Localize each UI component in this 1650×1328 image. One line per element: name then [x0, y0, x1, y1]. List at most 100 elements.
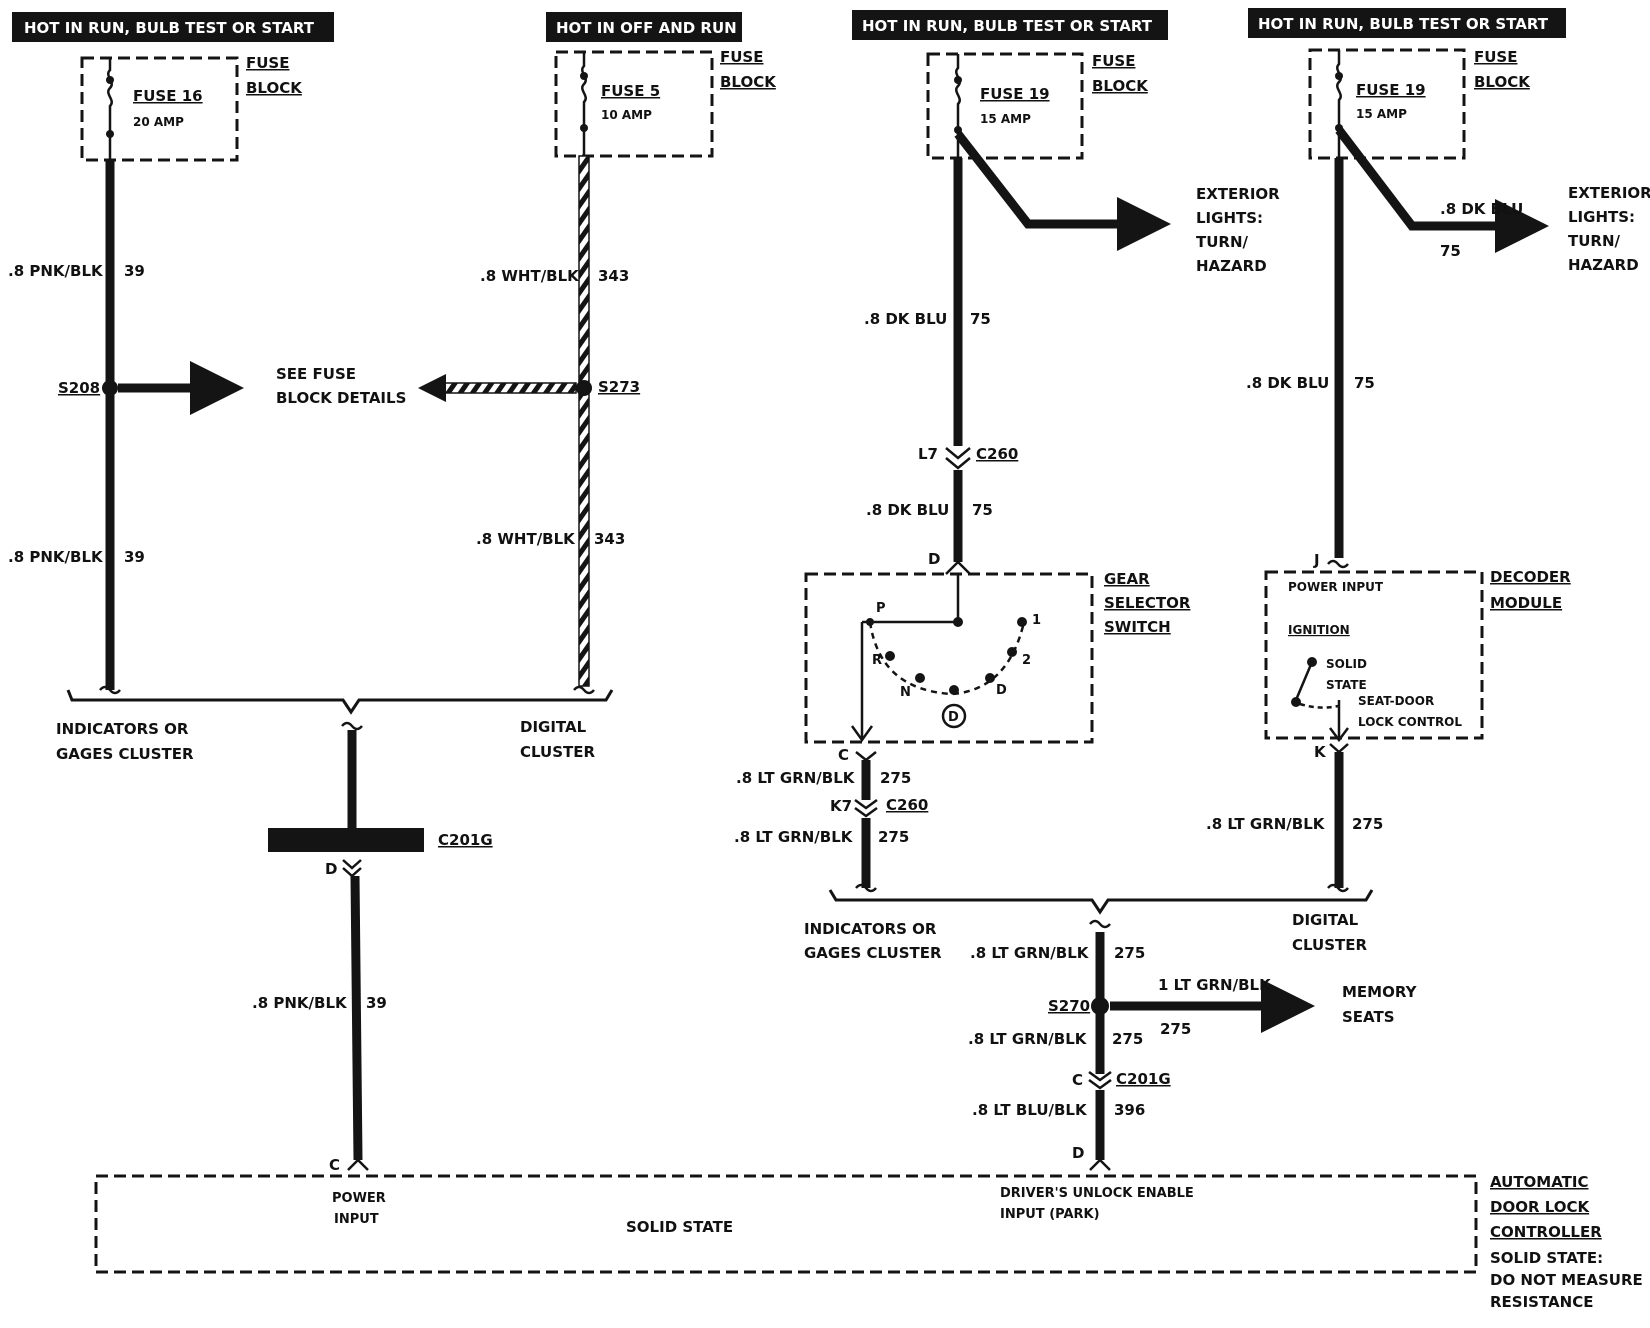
svg-text:POWER INPUT: POWER INPUT	[1288, 580, 1384, 594]
splice-s273: S273	[418, 374, 640, 402]
svg-text:DOOR LOCK: DOOR LOCK	[1490, 1198, 1591, 1216]
fuse-block-3: FUSE 19 15 AMP FUSE BLOCK	[926, 52, 1149, 160]
svg-text:GAGES CLUSTER: GAGES CLUSTER	[804, 944, 942, 962]
wire-color-label: .8 PNK/BLK	[8, 262, 104, 280]
circuit-39-upper: .8 PNK/BLK 39 .8 PNK/BLK 39	[8, 160, 145, 690]
fuse-name: FUSE 5	[601, 82, 660, 100]
wire-color-label: .8 DK BLU	[1440, 200, 1523, 218]
wire-color-label: .8 DK BLU	[864, 310, 947, 328]
wire-color-label: .8 LT GRN/BLK	[734, 828, 854, 846]
svg-text:GAGES CLUSTER: GAGES CLUSTER	[56, 745, 194, 763]
svg-text:TURN/: TURN/	[1196, 233, 1249, 251]
svg-text:D: D	[996, 683, 1007, 698]
svg-text:SELECTOR: SELECTOR	[1104, 594, 1191, 612]
svg-text:HAZARD: HAZARD	[1196, 257, 1267, 275]
fuse-symbol-icon	[107, 58, 113, 160]
wire-circuit-label: 275	[1114, 944, 1145, 962]
splice-label: S273	[598, 378, 640, 396]
fuse-block-label-1: FUSE	[1092, 52, 1135, 70]
fuse-name: FUSE 19	[1356, 81, 1426, 99]
connector-pin: J	[1313, 551, 1320, 569]
splice-label: S208	[58, 379, 100, 397]
header-col2-text: HOT IN OFF AND RUN	[556, 19, 737, 37]
fuse-rating: 10 AMP	[601, 108, 652, 122]
wire-circuit-label: 75	[970, 310, 991, 328]
left-cluster-bus: INDICATORS OR GAGES CLUSTER DIGITAL CLUS…	[56, 685, 614, 763]
circuit-75-col3: EXTERIOR LIGHTS: TURN/ HAZARD .8 DK BLU …	[864, 131, 1280, 575]
connector-pin: C	[838, 746, 849, 764]
wire-color-label: .8 WHT/BLK	[476, 530, 576, 548]
fuse-block-label-2: BLOCK	[720, 73, 777, 91]
fuse-rating: 15 AMP	[980, 112, 1031, 126]
connector-pin: C	[329, 1156, 340, 1174]
fuse-block-label-2: BLOCK	[1474, 73, 1531, 91]
svg-text:INDICATORS OR: INDICATORS OR	[804, 920, 937, 938]
see-fuse-block-note: SEE FUSE BLOCK DETAILS	[276, 365, 406, 407]
wire-color-label: .8 LT GRN/BLK	[970, 944, 1090, 962]
wire-color-label: .8 LT GRN/BLK	[736, 769, 856, 787]
wire-color-label: .8 LT GRN/BLK	[968, 1030, 1088, 1048]
door-lock-controller: POWER INPUT SOLID STATE DRIVER'S UNLOCK …	[94, 1173, 1643, 1311]
wire-circuit-label: 75	[972, 501, 993, 519]
svg-text:SEE FUSE: SEE FUSE	[276, 365, 356, 383]
connector-c201g-body	[268, 828, 424, 852]
svg-text:AUTOMATIC: AUTOMATIC	[1490, 1173, 1589, 1191]
header-col3: HOT IN RUN, BULB TEST OR START	[852, 10, 1168, 40]
svg-text:STATE: STATE	[1326, 678, 1367, 692]
splice-s208: S208	[58, 361, 244, 415]
fuse-symbol-icon	[955, 54, 961, 158]
splice-label: S270	[1048, 997, 1090, 1015]
header-col3-text: HOT IN RUN, BULB TEST OR START	[862, 17, 1153, 35]
fuse-rating: 15 AMP	[1356, 107, 1407, 121]
svg-text:R: R	[872, 653, 882, 668]
circuit-75-col4: .8 DK BLU 75 EXTERIOR LIGHTS: TURN/ HAZA…	[1246, 127, 1650, 569]
connector-pin: D	[928, 550, 940, 568]
splice-s270-dot	[1091, 997, 1109, 1015]
wire-color-label: .8 DK BLU	[1246, 374, 1329, 392]
connector-pin: L7	[918, 445, 938, 463]
svg-text:INPUT (PARK): INPUT (PARK)	[1000, 1207, 1100, 1222]
fuse-name: FUSE 19	[980, 85, 1050, 103]
svg-text:2: 2	[1022, 653, 1031, 668]
svg-text:DRIVER'S UNLOCK ENABLE: DRIVER'S UNLOCK ENABLE	[1000, 1186, 1194, 1201]
svg-text:SOLID: SOLID	[1326, 657, 1367, 671]
connector-label: C201G	[438, 831, 493, 849]
svg-text:EXTERIOR: EXTERIOR	[1196, 185, 1280, 203]
svg-text:MODULE: MODULE	[1490, 594, 1562, 612]
wire-circuit-label: 275	[1112, 1030, 1143, 1048]
svg-text:BLOCK DETAILS: BLOCK DETAILS	[276, 389, 406, 407]
wire-circuit-label: 343	[598, 267, 629, 285]
svg-text:LIGHTS:: LIGHTS:	[1568, 208, 1635, 226]
wire-circuit-label: 275	[1352, 815, 1383, 833]
svg-text:DECODER: DECODER	[1490, 568, 1571, 586]
connector-pin: K7	[830, 797, 852, 815]
fuse-block-2: FUSE 5 10 AMP FUSE BLOCK	[554, 48, 777, 158]
connector-pin: C	[1072, 1071, 1083, 1089]
svg-text:INPUT: INPUT	[334, 1212, 379, 1227]
fuse-block-4: FUSE 19 15 AMP FUSE BLOCK	[1308, 48, 1531, 160]
svg-text:DIGITAL: DIGITAL	[520, 718, 587, 736]
wire-circuit-label: 343	[594, 530, 625, 548]
svg-text:CLUSTER: CLUSTER	[520, 743, 595, 761]
svg-text:CONTROLLER: CONTROLLER	[1490, 1223, 1602, 1241]
wire-circuit-label: 275	[880, 769, 911, 787]
svg-text:LIGHTS:: LIGHTS:	[1196, 209, 1263, 227]
svg-text:GEAR: GEAR	[1104, 570, 1150, 588]
header-col4-text: HOT IN RUN, BULB TEST OR START	[1258, 15, 1549, 33]
wire-color-label: .8 PNK/BLK	[252, 994, 348, 1012]
wire-circuit-label: 75	[1440, 242, 1461, 260]
fuse-block-label-2: BLOCK	[246, 79, 303, 97]
circuit-275-396: .8 LT GRN/BLK 275 S270 1 LT GRN/BLK 275 …	[968, 919, 1418, 1171]
svg-text:D: D	[948, 710, 959, 725]
svg-text:P: P	[876, 601, 886, 616]
wire-circuit-label: 75	[1354, 374, 1375, 392]
circuit-39-lower: C201G D .8 PNK/BLK 39 C	[252, 721, 493, 1174]
gear-selector-switch: GEAR SELECTOR SWITCH P R N D 2 1 D	[804, 570, 1191, 744]
svg-text:N: N	[900, 685, 911, 700]
decoder-module: DECODER MODULE POWER INPUT IGNITION SOLI…	[1264, 568, 1571, 743]
svg-text:DO NOT MEASURE: DO NOT MEASURE	[1490, 1271, 1643, 1289]
fuse-block-label-1: FUSE	[246, 54, 289, 72]
circuit-275-col3: C .8 LT GRN/BLK 275 K7 C260 .8 LT GRN/BL…	[734, 746, 928, 893]
wire-circuit-label: 39	[366, 994, 387, 1012]
selected-position-icon	[941, 703, 967, 729]
